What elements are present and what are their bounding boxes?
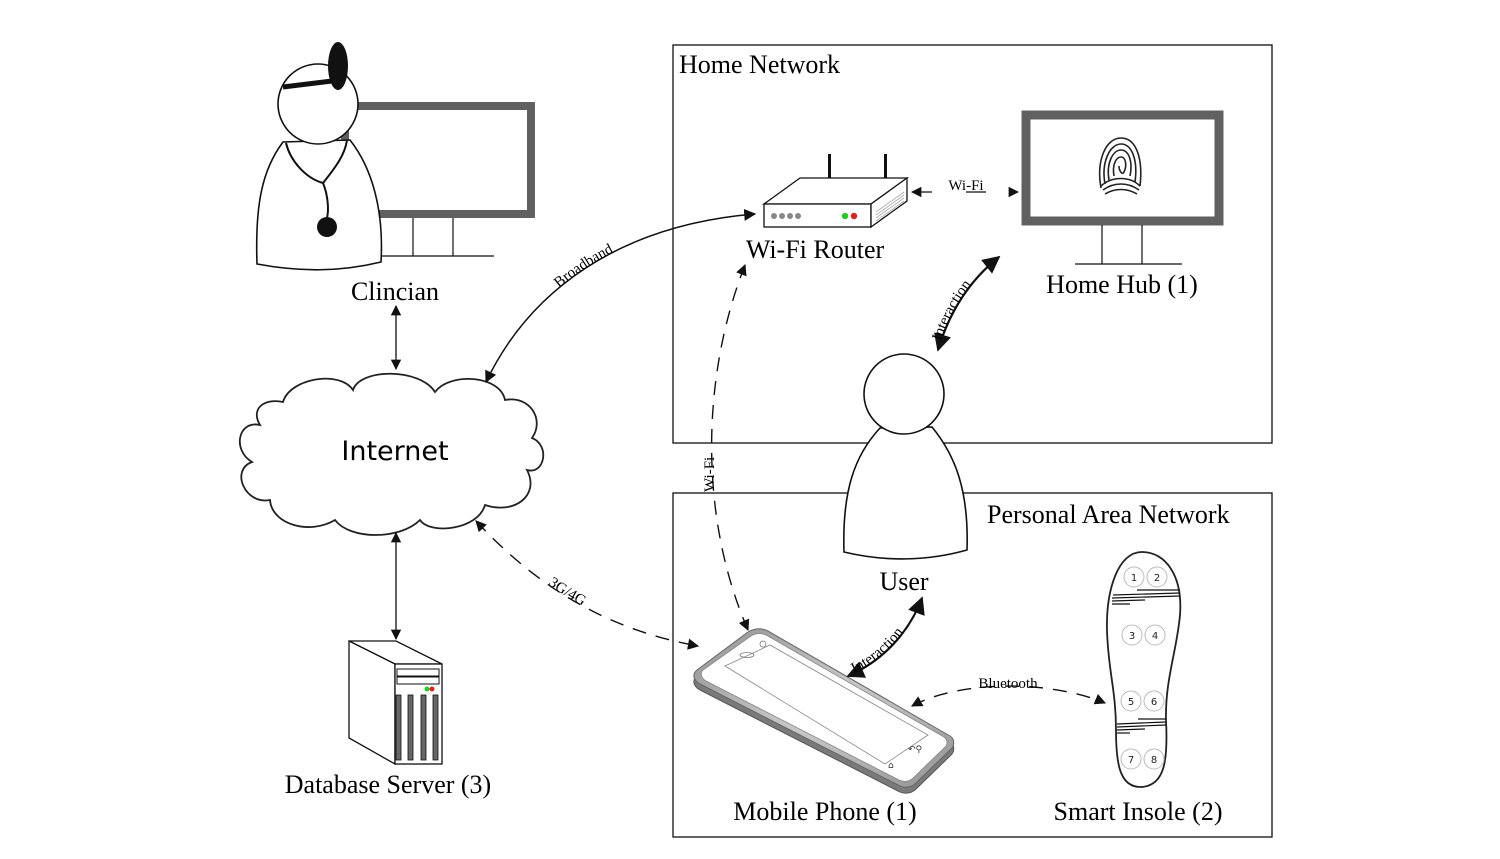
insole-sensor-label: 4 — [1152, 631, 1158, 642]
edge-cellular — [475, 520, 700, 650]
user-label: User — [879, 567, 928, 596]
home-network-label: Home Network — [679, 50, 840, 79]
database-server-label: Database Server (3) — [285, 770, 491, 799]
wifi-router-node[interactable]: Wi-Fi Router — [746, 154, 910, 264]
wifi-router-label: Wi-Fi Router — [746, 235, 885, 264]
mobile-phone-label: Mobile Phone (1) — [733, 797, 916, 826]
smart-insole-node[interactable]: 1 2 3 4 5 6 7 8 Smart Insole (2) — [1054, 551, 1223, 826]
insole-sensor-label: 8 — [1151, 755, 1157, 766]
edge-interaction-hub — [934, 255, 1001, 352]
smartphone-icon: ⌂ ↶⚲ — [693, 628, 955, 794]
edge-broadband — [485, 208, 757, 384]
insole-sensor-4 — [1144, 624, 1166, 646]
server-led-red — [429, 686, 435, 692]
cellular-label: 3G/4G — [546, 575, 589, 610]
router-led-red — [850, 212, 858, 220]
insole-sensor-6 — [1143, 690, 1165, 712]
wifi-hub-label: Wi-Fi — [948, 178, 983, 194]
cloud-icon — [238, 372, 545, 536]
server-icon — [348, 639, 443, 766]
insole-sensor-label: 2 — [1154, 573, 1160, 584]
insole-sensor-8 — [1143, 748, 1165, 770]
server-led-green — [424, 686, 430, 692]
personal-area-network-group: Personal Area Network — [672, 492, 1273, 838]
bluetooth-label: Bluetooth — [978, 676, 1038, 692]
internet-label: Internet — [341, 436, 448, 467]
insole-sensor-label: 5 — [1128, 697, 1134, 708]
router-led-green — [841, 212, 849, 220]
interaction-hub-label: Interaction — [929, 277, 974, 343]
edge-bluetooth — [911, 685, 1107, 707]
internet-node[interactable]: Internet — [238, 372, 545, 536]
database-server-node[interactable]: Database Server (3) — [285, 639, 491, 799]
insole-sensor-7 — [1120, 748, 1142, 770]
svg-text:⌂: ⌂ — [888, 761, 894, 771]
clinician-label: Clincian — [351, 277, 439, 306]
insole-sensors: 1 2 3 4 5 6 7 8 — [1120, 566, 1168, 770]
edge-interaction-phone — [846, 596, 925, 678]
fingerprint-icon — [1098, 137, 1142, 195]
clinician-monitor-icon — [341, 102, 535, 257]
home-hub-label: Home Hub (1) — [1046, 270, 1198, 299]
insole-sensor-2 — [1146, 566, 1168, 588]
insole-sensor-label: 6 — [1151, 697, 1157, 708]
insole-sensor-5 — [1120, 690, 1142, 712]
wifi-phone-label: Wi-Fi — [702, 457, 718, 492]
smart-insole-label: Smart Insole (2) — [1054, 797, 1223, 826]
insole-sensor-3 — [1121, 624, 1143, 646]
insole-sensor-label: 3 — [1129, 631, 1135, 642]
clinician-node[interactable]: Clincian — [255, 42, 535, 306]
router-icon — [761, 154, 910, 229]
insole-icon — [1106, 551, 1182, 788]
interaction-phone-label: Interaction — [849, 624, 907, 677]
broadband-label: Broadband — [551, 241, 616, 291]
home-hub-monitor-icon — [1021, 110, 1224, 265]
insole-sensor-label: 7 — [1128, 755, 1134, 766]
insole-sensor-label: 1 — [1131, 573, 1137, 584]
edge-wifi-router-phone — [710, 263, 750, 632]
home-network-group: Home Network — [672, 44, 1273, 444]
svg-text:↶⚲: ↶⚲ — [908, 745, 923, 755]
clinician-person-icon — [255, 42, 383, 271]
mobile-phone-node[interactable]: ⌂ ↶⚲ Mobile Phone (1) — [693, 628, 955, 826]
user-person-icon — [843, 353, 968, 560]
insole-sensor-1 — [1123, 566, 1145, 588]
personal-area-network-label: Personal Area Network — [987, 500, 1230, 529]
user-node[interactable]: User — [843, 353, 968, 596]
home-hub-node[interactable]: Home Hub (1) — [1021, 110, 1224, 299]
